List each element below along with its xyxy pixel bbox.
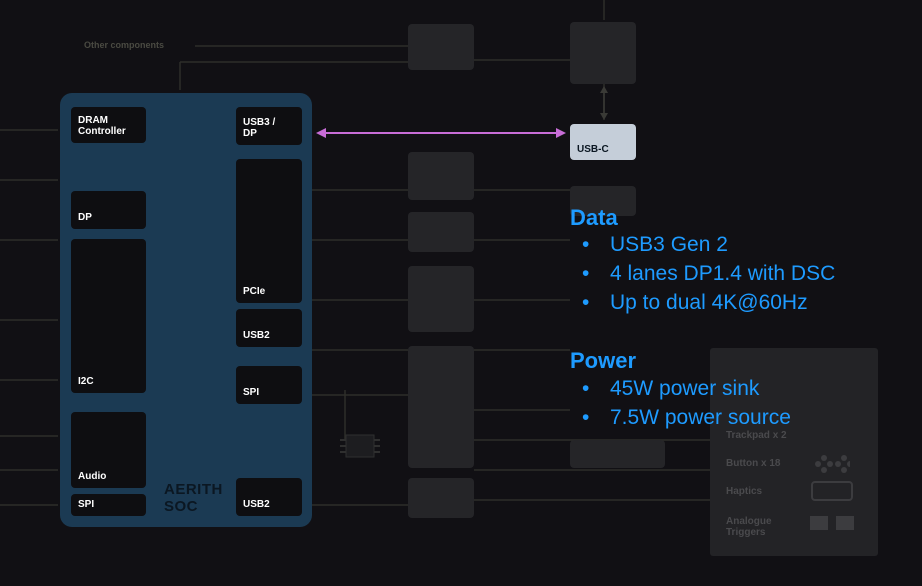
soc-name: AERITH SOC <box>164 481 223 515</box>
data-bullet: •USB3 Gen 2 <box>582 233 728 256</box>
usb3-dp-block: USB3 / DP <box>236 107 302 145</box>
other-components-label: Other components <box>84 40 165 50</box>
spi-left-block: SPI <box>71 494 146 516</box>
spi-right-block: SPI <box>236 366 302 404</box>
data-bullet: •4 lanes DP1.4 with DSC <box>582 262 836 285</box>
right-block-3 <box>570 440 665 468</box>
right-block-2 <box>570 186 636 216</box>
panel-label-triggers: Analogue Triggers <box>726 516 772 538</box>
middle-block-5 <box>408 346 474 468</box>
middle-block-3 <box>408 212 474 252</box>
aerith-soc: DRAM Controller DP I2C Audio SPI USB3 / … <box>60 93 312 527</box>
panel-label-trackpad: Trackpad x 2 <box>726 430 787 441</box>
dpad-icon <box>810 452 853 476</box>
right-block-top <box>570 22 636 84</box>
usb2-block-upper: USB2 <box>236 309 302 347</box>
power-bullet: •7.5W power source <box>582 406 791 429</box>
dp-block: DP <box>71 191 146 229</box>
audio-block: Audio <box>71 412 146 488</box>
controls-panel: Trackpad x 2 Button x 18 Haptics Analogu… <box>710 348 878 556</box>
power-bullet: •45W power sink <box>582 377 760 400</box>
pcie-block: PCIe <box>236 159 302 303</box>
dram-controller-block: DRAM Controller <box>71 107 146 143</box>
middle-block-4 <box>408 266 474 332</box>
usb2-block-lower: USB2 <box>236 478 302 516</box>
usb-c-port: USB-C <box>570 124 636 160</box>
trigger-icon <box>810 514 856 532</box>
middle-block-top <box>408 24 474 70</box>
panel-label-haptics: Haptics <box>726 486 763 497</box>
power-heading: Power <box>570 348 637 373</box>
panel-label-buttons: Button x 18 <box>726 458 781 469</box>
data-heading: Data <box>570 205 618 230</box>
middle-block-6 <box>408 478 474 518</box>
middle-block-2 <box>408 152 474 200</box>
haptics-icon <box>802 480 862 502</box>
i2c-block: I2C <box>71 239 146 393</box>
chip-icon <box>340 432 380 460</box>
data-bullet: •Up to dual 4K@60Hz <box>582 291 808 314</box>
